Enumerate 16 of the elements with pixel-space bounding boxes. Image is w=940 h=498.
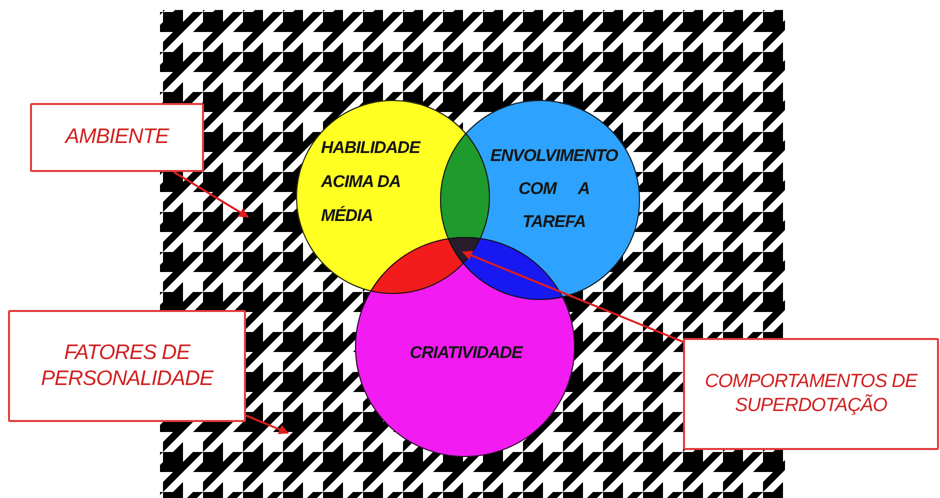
leader-arrow	[462, 250, 684, 343]
venn-circle	[440, 100, 640, 300]
leader-arrow	[173, 171, 249, 218]
venn-circle	[355, 237, 575, 457]
triple-overlap-region	[448, 237, 481, 264]
circle-label: ENVOLVIMENTO COM A TAREFA	[489, 145, 619, 233]
callout-box	[8, 310, 246, 422]
label-text: COMPORTAMENTOS DE SUPERDOTAÇÃO	[704, 370, 919, 418]
circle-label: CRIATIVIDADE	[408, 342, 524, 364]
callout-box	[30, 103, 204, 172]
circle-label: HABILIDADE ACIMA DA MÉDIA	[321, 137, 422, 227]
leader-arrow	[246, 414, 289, 434]
label-text: FATORES DE PERSONALIDADE	[40, 340, 215, 392]
label-text: AMBIENTE	[65, 124, 169, 150]
venn-circle	[296, 100, 490, 294]
callout-box	[683, 338, 939, 450]
